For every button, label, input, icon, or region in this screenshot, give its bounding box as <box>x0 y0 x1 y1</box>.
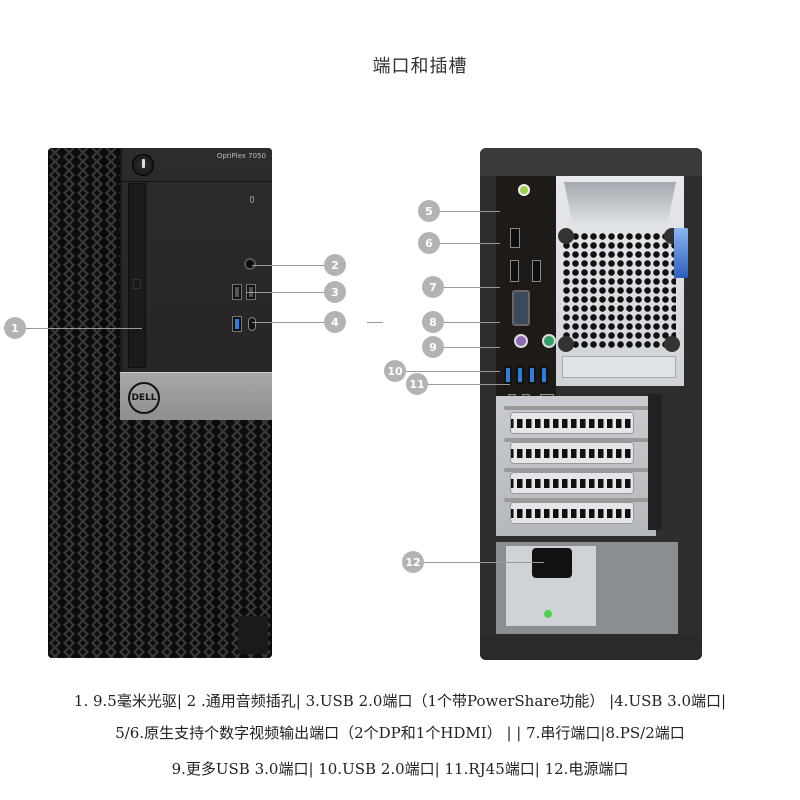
leader-line <box>26 328 142 329</box>
leader-line <box>440 211 500 212</box>
leader-line <box>428 384 510 385</box>
model-label: OptiPlex 7050 <box>216 152 266 160</box>
callout-4: 4 <box>324 311 346 333</box>
separator-dash <box>367 322 383 323</box>
eject-button-icon <box>133 279 141 289</box>
line-out-port <box>518 184 530 196</box>
usb-c-port-front <box>248 317 256 331</box>
page-title: 端口和插槽 <box>372 56 468 77</box>
rear-chassis-panel <box>556 176 684 386</box>
callout-10: 10 <box>384 360 406 382</box>
psu-led-icon <box>544 610 552 618</box>
callout-11: 11 <box>406 373 428 395</box>
dell-nameplate: DELL <box>120 372 272 420</box>
callout-9: 9 <box>422 336 444 358</box>
leader-line <box>444 347 500 348</box>
leader-line <box>444 322 500 323</box>
callout-1: 1 <box>4 317 26 339</box>
usb3-port-rear <box>504 366 512 384</box>
caption-line-2: 5/6.原生支持个数字视频输出端口（2个DP和1个HDMI） | | 7.串行端… <box>115 724 685 742</box>
power-button-icon <box>132 154 154 176</box>
rear-io-shield <box>496 176 556 410</box>
expansion-slot <box>510 502 634 524</box>
expansion-slot <box>510 472 634 494</box>
rear-tower-view <box>480 148 702 660</box>
callout-8: 8 <box>422 311 444 333</box>
audio-jack-port <box>244 258 256 270</box>
expansion-slot <box>510 442 634 464</box>
usb3-port-rear <box>516 366 524 384</box>
leader-line <box>252 322 324 323</box>
carry-handle <box>564 182 676 226</box>
ps2-keyboard-port <box>514 334 528 348</box>
screw-icon <box>664 336 680 352</box>
caption-line-3: 9.更多USB 3.0端口| 10.USB 2.0端口| 11.RJ45端口| … <box>171 760 629 778</box>
screw-icon <box>558 228 574 244</box>
label-plate <box>562 356 676 378</box>
slot-bar <box>504 498 652 502</box>
lock-icon <box>250 196 254 203</box>
dell-logo: DELL <box>128 382 160 414</box>
front-foot-badge <box>238 616 268 654</box>
slot-bar <box>504 468 652 472</box>
cover-release-latch <box>674 228 688 278</box>
fan-grill <box>562 232 676 348</box>
displayport-2 <box>532 260 541 282</box>
leader-line <box>440 243 500 244</box>
usb3-port-front <box>232 316 242 332</box>
leader-line <box>246 292 324 293</box>
usb3-port-rear <box>540 366 548 384</box>
displayport-1 <box>510 260 519 282</box>
front-tower-view: OptiPlex 7050 DELL <box>48 148 272 658</box>
expansion-slot-area <box>496 396 656 536</box>
optical-drive <box>128 183 146 368</box>
panel-divider <box>122 181 272 182</box>
usb3-port-rear <box>528 366 536 384</box>
hdmi-port <box>510 228 520 248</box>
callout-3: 3 <box>324 281 346 303</box>
leader-line <box>424 562 544 563</box>
expansion-slot <box>510 412 634 434</box>
slot-bar <box>504 406 652 410</box>
ps2-mouse-port <box>542 334 556 348</box>
screw-icon <box>558 336 574 352</box>
slot-retention-latch <box>648 394 662 530</box>
power-supply-unit <box>496 542 678 634</box>
rear-bottom-base <box>480 634 702 660</box>
callout-2: 2 <box>324 254 346 276</box>
usb2-port-front <box>232 284 242 300</box>
callout-6: 6 <box>418 232 440 254</box>
callout-7: 7 <box>422 276 444 298</box>
leader-line <box>252 265 324 266</box>
rear-top-bezel <box>480 148 702 176</box>
slot-bar <box>504 438 652 442</box>
callout-5: 5 <box>418 200 440 222</box>
ac-power-socket <box>532 548 572 578</box>
serial-port <box>512 290 530 326</box>
leader-line <box>406 371 500 372</box>
leader-line <box>444 287 500 288</box>
callout-12: 12 <box>402 551 424 573</box>
caption-line-1: 1. 9.5毫米光驱| 2 .通用音频插孔| 3.USB 2.0端口（1个带Po… <box>73 692 727 710</box>
